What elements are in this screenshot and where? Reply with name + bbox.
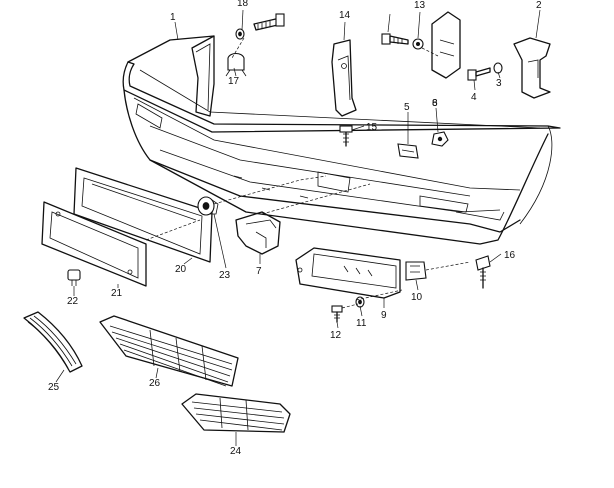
callout-14: 14: [339, 10, 351, 21]
clip-17: [225, 52, 247, 77]
grille-24: [181, 393, 291, 433]
callout-7: 7: [256, 266, 262, 277]
callout-3: 3: [496, 78, 502, 89]
bolt-4: [467, 62, 503, 81]
bolt-16: [475, 255, 491, 289]
bushing-23: [197, 196, 219, 216]
lamp-9: [295, 247, 401, 299]
bolt-18: [253, 13, 285, 31]
tow-hook-cover-7: [235, 211, 281, 255]
clip-22: [67, 269, 81, 286]
nut-6: [431, 131, 449, 147]
callout-13: 13: [414, 0, 426, 11]
callout-16: 16: [504, 250, 516, 261]
callout-5: 5: [404, 102, 410, 113]
callout-8: 8: [432, 98, 438, 109]
callout-1: 1: [170, 12, 176, 23]
callout-12: 12: [330, 330, 342, 341]
bracket-2: [513, 37, 551, 99]
callout-9: 9: [381, 310, 387, 321]
leader-lines: [55, 9, 541, 446]
grille-25: [23, 311, 83, 373]
washer-18: [235, 28, 245, 40]
callout-4: 4: [471, 92, 477, 103]
inner-bracket: [191, 35, 215, 117]
screw-15: [339, 125, 353, 147]
callout-15: 15: [366, 122, 378, 133]
bolt-13: [381, 33, 424, 50]
callout-2: 2: [536, 0, 542, 11]
callout-24: 24: [230, 446, 242, 457]
clip-5: [397, 143, 419, 159]
callout-22: 22: [67, 296, 79, 307]
bracket-14: [331, 39, 357, 117]
callout-10: 10: [411, 292, 423, 303]
plate-base-21: [41, 201, 147, 287]
plate-holder-20: [73, 167, 213, 263]
screw-12: [331, 305, 343, 323]
callout-17: 17: [228, 76, 240, 87]
callout-18: 18: [237, 0, 249, 9]
callout-11: 11: [356, 318, 367, 329]
callout-6: 6: [432, 98, 438, 109]
callout-25: 25: [48, 382, 60, 393]
callout-21: 21: [111, 288, 123, 299]
callout-26: 26: [149, 378, 161, 389]
bracket-13: [431, 11, 461, 79]
callout-20: 20: [175, 264, 187, 275]
assembly-lines: [145, 37, 471, 309]
callout-labels: 1 2 3 4 5 6 7 8 9 10 11 12 13 14 15 16 1…: [48, 0, 542, 457]
grille-26: [99, 315, 239, 387]
callout-23: 23: [219, 270, 231, 281]
holder-10: [405, 261, 427, 281]
